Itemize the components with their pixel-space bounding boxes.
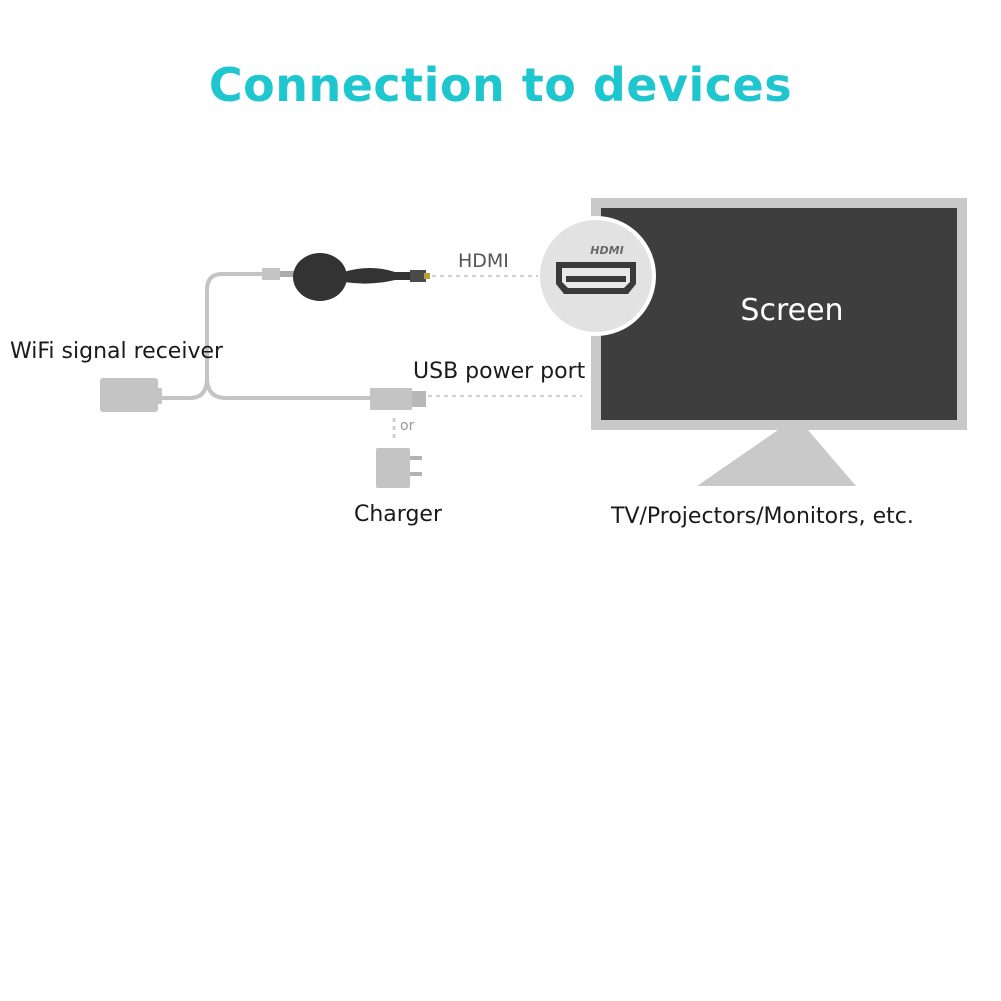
micro-usb-plug — [262, 268, 294, 280]
or-label: or — [400, 418, 415, 434]
hdmi-port-icon: HDMI — [536, 216, 656, 336]
usb-receiver-icon — [100, 378, 162, 412]
hdmi-port-logo: HDMI — [590, 244, 623, 257]
wifi-receiver-label: WiFi signal receiver — [10, 339, 224, 364]
wall-charger-icon — [376, 448, 422, 488]
charger-label: Charger — [354, 502, 442, 527]
devices-label: TV/Projectors/Monitors, etc. — [611, 504, 914, 529]
usb-power-port-label: USB power port — [413, 359, 586, 384]
page-title: Connection to devices — [208, 58, 793, 112]
tv-screen-icon — [591, 198, 967, 486]
hdmi-label: HDMI — [458, 250, 509, 272]
usb-cable — [157, 272, 370, 400]
hdmi-dongle-icon — [293, 253, 430, 301]
screen-label: Screen — [740, 293, 844, 328]
usb-plug-icon — [370, 388, 426, 410]
